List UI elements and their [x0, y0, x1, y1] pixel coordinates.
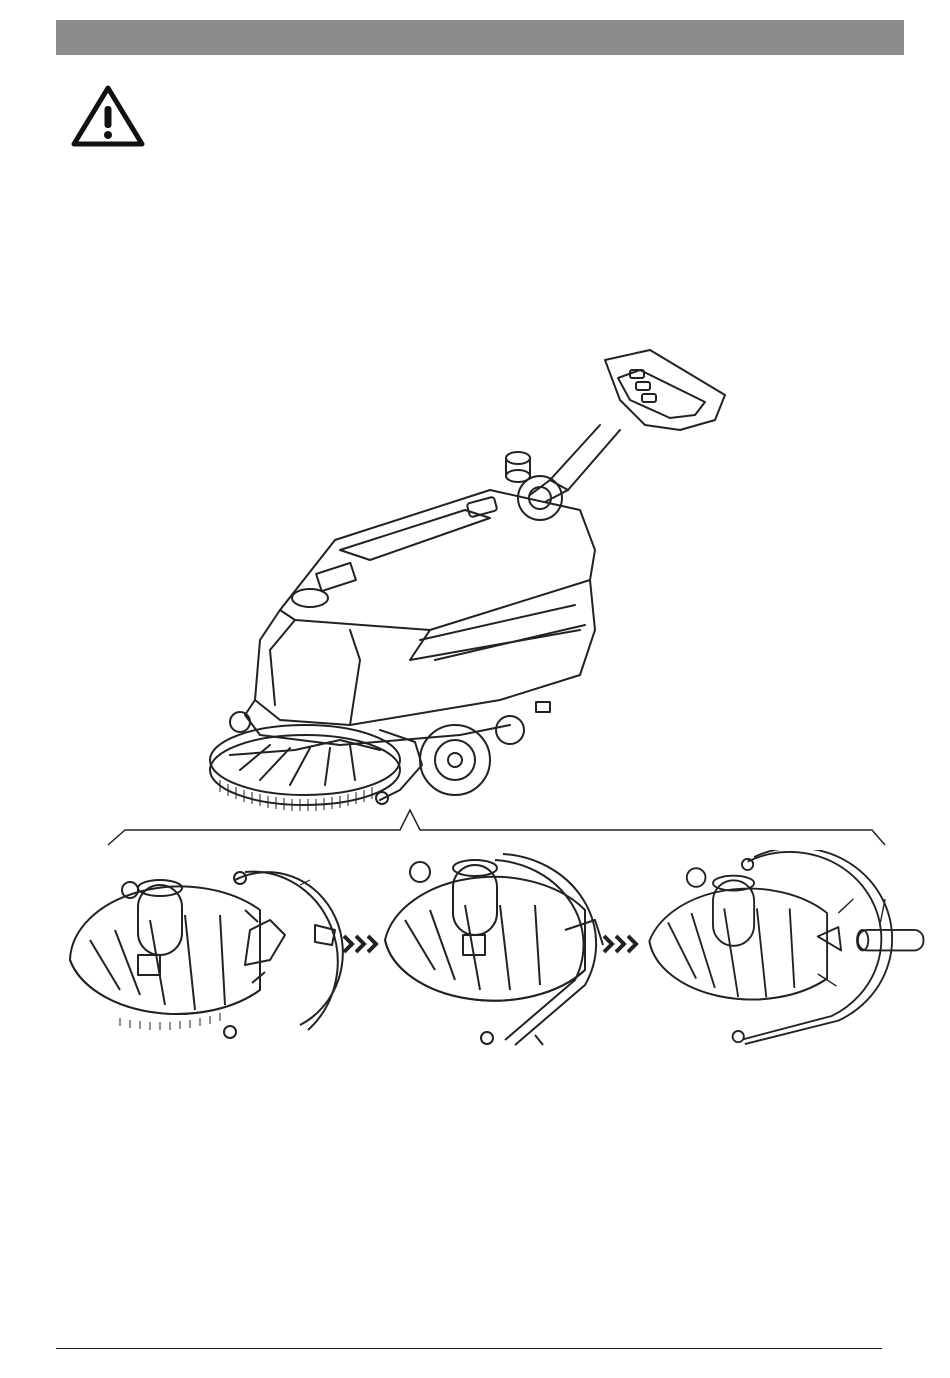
triple-chevron-right-icon: [602, 932, 642, 956]
squeegee-step-1: [60, 850, 350, 1065]
warning-triangle-icon: [68, 82, 148, 150]
floor-scrubber-illustration: [200, 330, 760, 820]
header-bar: [56, 20, 904, 55]
squeegee-step-3: [640, 850, 930, 1065]
detail-bracket: [100, 800, 890, 850]
footer-rule: [56, 1348, 882, 1349]
squeegee-step-2: [375, 850, 665, 1065]
